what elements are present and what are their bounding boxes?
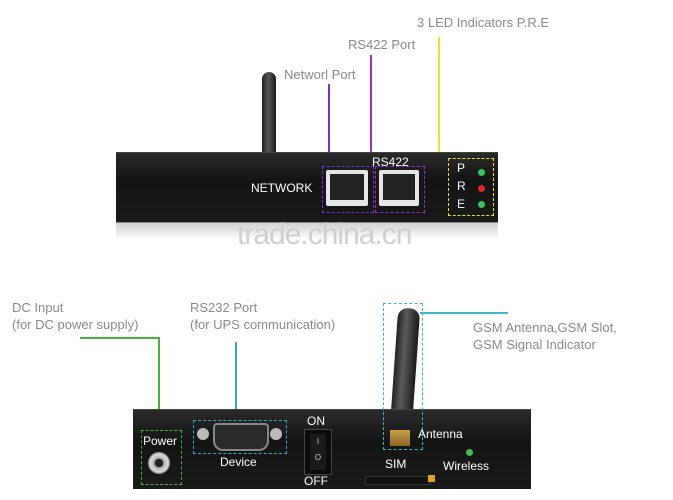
led-indicators-callout: 3 LED Indicators P.R.E [417, 15, 549, 30]
sim-slot[interactable] [365, 476, 431, 485]
bottom-device-body [133, 409, 531, 489]
power-label: Power [143, 434, 178, 448]
sim-label: SIM [385, 457, 407, 471]
network-label: NETWORK [251, 181, 313, 195]
power-switch[interactable]: I O [304, 429, 332, 475]
switch-off-mark: O [314, 453, 322, 462]
watermark: trade.china.cn [237, 218, 412, 251]
wireless-led-icon [466, 449, 473, 456]
device-reflection [116, 222, 498, 240]
network-port-icon [326, 170, 368, 206]
gsm-highlight [383, 303, 423, 450]
power-highlight [141, 430, 182, 485]
led-r-label: R [457, 179, 466, 193]
led-e-label: E [457, 197, 466, 211]
rs422-port-highlight [375, 166, 425, 213]
antenna-label: Antenna [418, 427, 463, 441]
led-p-green-icon [478, 169, 485, 176]
led-e-green-icon [478, 201, 485, 208]
db9-screw-left-icon [197, 428, 209, 440]
gsm-subtitle: GSM Signal Indicator [473, 337, 596, 352]
db9-connector-icon [213, 423, 269, 451]
rs232-title: RS232 Port [190, 300, 258, 315]
gsm-title: GSM Antenna,GSM Slot, [473, 320, 617, 335]
rs422-label: RS422 [372, 155, 409, 169]
led-callout-line [438, 37, 440, 158]
led-r-red-icon [478, 185, 485, 192]
rs422-callout-line [370, 55, 372, 165]
rs422-port-callout: RS422 Port [348, 37, 416, 52]
rs232-callout: RS232 Port (for UPS communication) [190, 299, 335, 333]
led-p-label: P [457, 161, 466, 175]
gsm-callout: GSM Antenna,GSM Slot, GSM Signal Indicat… [473, 319, 617, 353]
dc-input-callout: DC Input (for DC power supply) [12, 299, 138, 333]
antenna-icon [262, 72, 276, 154]
network-callout-line [328, 84, 330, 166]
rs232-subtitle: (for UPS communication) [190, 317, 336, 332]
device-label: Device [220, 455, 257, 469]
dc-callout-line-h [80, 337, 160, 339]
dc-jack-icon [148, 452, 170, 474]
on-label: ON [307, 414, 325, 428]
top-device-body [116, 152, 498, 223]
led-indicators-highlight [448, 158, 494, 216]
rs232-callout-line [235, 342, 237, 420]
off-label: OFF [304, 474, 328, 488]
network-port-highlight [322, 166, 374, 213]
dc-input-subtitle: (for DC power supply) [12, 317, 139, 332]
rs232-highlight [193, 420, 287, 454]
dc-input-title: DC Input [12, 300, 64, 315]
gsm-callout-line [420, 312, 508, 314]
dc-callout-line-v [158, 337, 160, 429]
network-port-callout: Networl Port [284, 67, 356, 82]
switch-on-mark: I [316, 437, 320, 446]
db9-screw-right-icon [270, 428, 282, 440]
rs422-port-icon [379, 170, 419, 206]
sma-connector-icon [390, 430, 410, 446]
wireless-label: Wireless [443, 459, 490, 473]
sim-eject-icon [428, 475, 435, 482]
